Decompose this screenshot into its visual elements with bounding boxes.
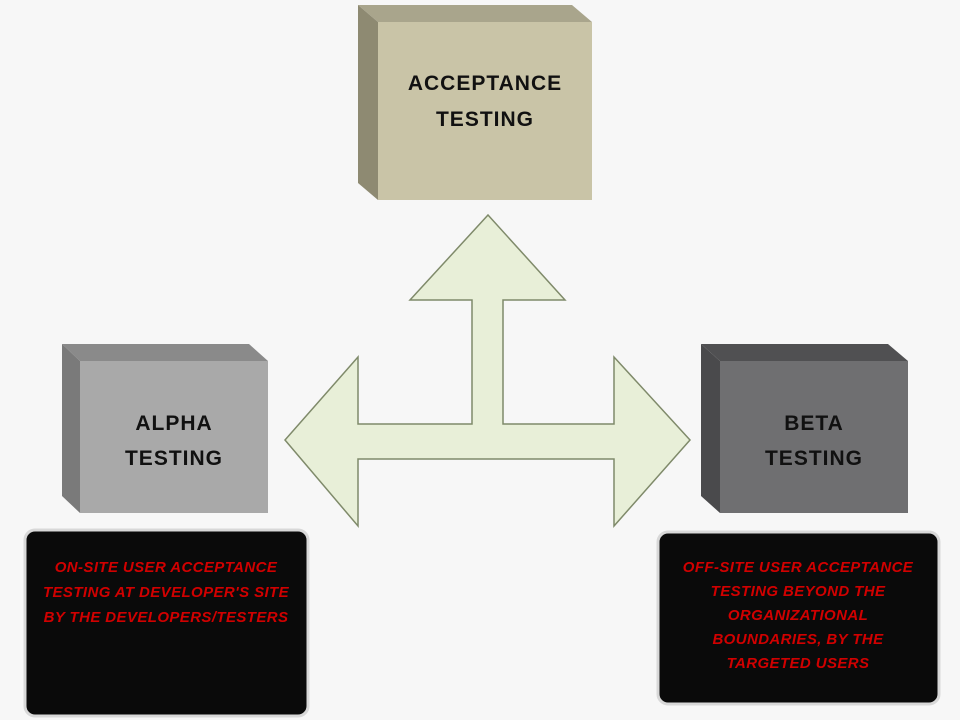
beta-description-note: OFF-SITE USER ACCEPTANCE TESTING BEYOND … — [656, 530, 941, 706]
alpha-box-top-face — [62, 344, 268, 361]
beta-note-line5: TARGETED USERS — [727, 655, 870, 672]
alpha-box-label-line2: TESTING — [125, 447, 223, 470]
beta-box-label-line1: BETA — [784, 412, 844, 435]
acceptance-box-top-face — [358, 5, 592, 22]
alpha-note-line2: TESTING AT DEVELOPER'S SITE — [43, 584, 290, 601]
alpha-note-line1: ON-SITE USER ACCEPTANCE — [55, 559, 278, 576]
beta-note-line4: BOUNDARIES, BY THE — [712, 631, 884, 648]
acceptance-box-front-face — [378, 22, 592, 200]
alpha-box-label-line1: ALPHA — [135, 412, 212, 435]
acceptance-box-label-line1: ACCEPTANCE — [408, 72, 562, 95]
beta-note-line2: TESTING BEYOND THE — [711, 583, 886, 600]
alpha-box-side-face — [62, 344, 80, 513]
acceptance-box-side-face — [358, 5, 378, 200]
acceptance-box-label-line2: TESTING — [436, 108, 534, 131]
beta-note-background — [656, 530, 941, 706]
beta-box-side-face — [701, 344, 720, 513]
alpha-note-background — [23, 528, 310, 718]
beta-testing-box: BETA TESTING — [701, 344, 908, 513]
alpha-description-note: ON-SITE USER ACCEPTANCE TESTING AT DEVEL… — [23, 528, 310, 718]
beta-box-front-face — [720, 361, 908, 513]
alpha-note-line3: BY THE DEVELOPERS/TESTERS — [44, 609, 289, 626]
alpha-box-front-face — [80, 361, 268, 513]
alpha-testing-box: ALPHA TESTING — [62, 344, 268, 513]
beta-box-label-line2: TESTING — [765, 447, 863, 470]
beta-note-line1: OFF-SITE USER ACCEPTANCE — [683, 559, 914, 576]
beta-note-line3: ORGANIZATIONAL — [728, 607, 868, 624]
three-way-arrow — [284, 213, 692, 529]
beta-box-top-face — [701, 344, 908, 361]
acceptance-testing-box: ACCEPTANCE TESTING — [358, 5, 592, 200]
